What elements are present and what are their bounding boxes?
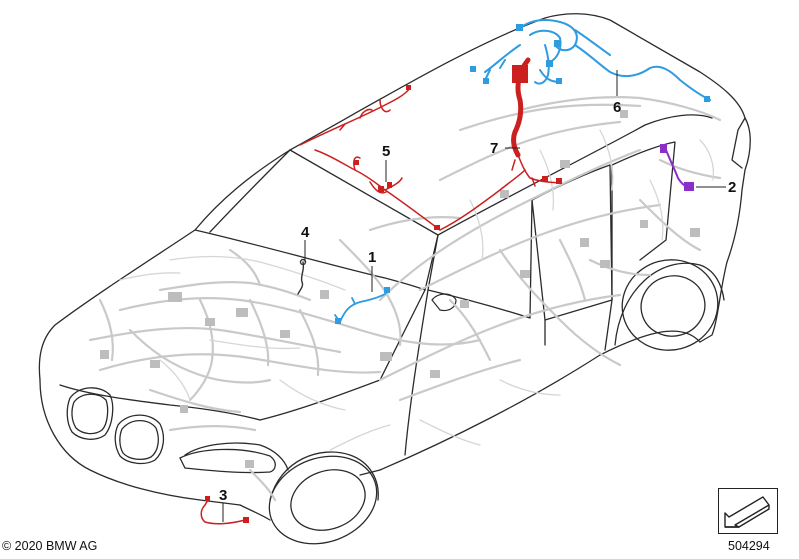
harness-6-connectors bbox=[470, 24, 710, 102]
harness-2-connectors bbox=[660, 144, 694, 191]
car-body-outline bbox=[38, 13, 751, 521]
harness-1-console bbox=[334, 289, 389, 323]
harness-3-connectors bbox=[205, 496, 249, 523]
leader-lines bbox=[222, 70, 726, 522]
document-number: 504294 bbox=[728, 539, 770, 553]
callout-3: 3 bbox=[219, 487, 227, 504]
arrow-icon bbox=[724, 496, 770, 528]
background-harness bbox=[88, 96, 722, 502]
callout-2: 2 bbox=[728, 179, 736, 196]
callout-5: 5 bbox=[382, 143, 390, 160]
harness-7-connectors bbox=[512, 65, 562, 184]
kidney-grille bbox=[66, 387, 165, 465]
front-wheel bbox=[268, 455, 378, 545]
harness-1-connectors bbox=[335, 287, 390, 324]
harness-connectors bbox=[100, 110, 700, 468]
harness-5-connectors bbox=[354, 85, 440, 230]
headlight bbox=[179, 448, 276, 474]
callout-4: 4 bbox=[301, 224, 310, 241]
callout-7: 7 bbox=[490, 140, 498, 157]
harness-6-rear bbox=[484, 19, 711, 101]
harness-4-small bbox=[297, 258, 307, 295]
rear-wheel bbox=[621, 259, 719, 351]
background-harness-thin bbox=[119, 129, 715, 451]
copyright-text: © 2020 BMW AG bbox=[2, 539, 98, 553]
side-mirror bbox=[431, 293, 457, 312]
callout-6: 6 bbox=[613, 99, 621, 116]
callout-1: 1 bbox=[368, 249, 376, 266]
harness-5-roof bbox=[299, 87, 526, 231]
arrow-navigation-icon[interactable] bbox=[718, 488, 778, 534]
